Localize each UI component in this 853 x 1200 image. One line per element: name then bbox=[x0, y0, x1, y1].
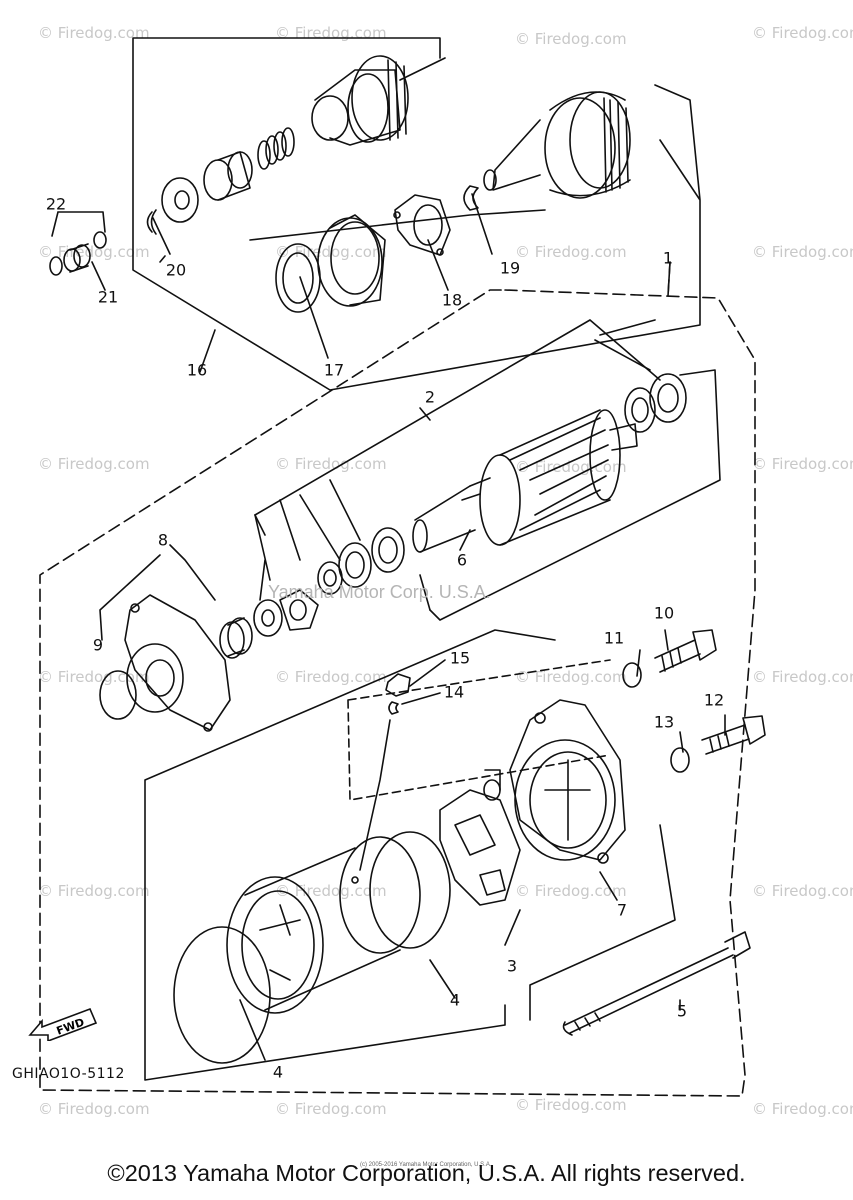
watermark: © Firedog.com bbox=[752, 668, 853, 686]
callout-10: 10 bbox=[653, 603, 675, 623]
armature-part bbox=[412, 409, 638, 553]
collar-part bbox=[203, 151, 253, 201]
callout-6: 6 bbox=[456, 550, 468, 570]
callout-8: 8 bbox=[157, 530, 169, 550]
brush-holder-part bbox=[439, 769, 521, 906]
callout-21: 21 bbox=[97, 287, 119, 307]
bolt-12-part bbox=[701, 715, 766, 755]
brush-plate-part bbox=[279, 589, 319, 631]
watermark: © Firedog.com bbox=[275, 882, 387, 900]
o-ring-part bbox=[99, 670, 137, 720]
nut-box-outline bbox=[347, 659, 611, 801]
watermark: © Firedog.com bbox=[38, 882, 150, 900]
callout-7: 7 bbox=[616, 900, 628, 920]
long-bolt-part bbox=[562, 931, 751, 1036]
callout-9: 9 bbox=[92, 635, 104, 655]
plate-part bbox=[393, 194, 451, 256]
fwd-arrow-icon: FWD bbox=[28, 1007, 98, 1041]
watermark: © Firedog.com bbox=[38, 243, 150, 261]
watermark: © Firedog.com bbox=[752, 455, 853, 473]
copyright-footer: ©2013 Yamaha Motor Corporation, U.S.A. A… bbox=[107, 1160, 746, 1186]
watermark: © Firedog.com bbox=[515, 668, 627, 686]
watermark: © Firedog.com bbox=[752, 1100, 853, 1118]
callout-16: 16 bbox=[186, 360, 208, 380]
callout-3: 3 bbox=[506, 956, 518, 976]
spring-part bbox=[257, 127, 295, 170]
watermark: © Firedog.com bbox=[515, 882, 627, 900]
group-1-outline bbox=[39, 261, 756, 1097]
callout-5: 5 bbox=[676, 1001, 688, 1021]
washer-14-part bbox=[388, 701, 399, 715]
callout-12: 12 bbox=[703, 690, 725, 710]
watermark: © Firedog.com bbox=[515, 30, 627, 48]
callout-1: 1 bbox=[662, 248, 674, 268]
front-cover-part bbox=[124, 594, 231, 732]
watermark: © Firedog.com bbox=[38, 1100, 150, 1118]
small-parts-21-22 bbox=[49, 231, 107, 276]
watermark: © Firedog.com bbox=[752, 24, 853, 42]
gasket-part bbox=[369, 831, 451, 949]
housing-box-outline bbox=[144, 629, 556, 1081]
nut-15-part bbox=[385, 673, 411, 697]
washer-part bbox=[161, 177, 199, 223]
callout-20: 20 bbox=[165, 260, 187, 280]
diagram-code: GHIAO1O-5112 bbox=[12, 1066, 125, 1082]
callout-13: 13 bbox=[653, 712, 675, 732]
circlip-part bbox=[463, 185, 479, 211]
washer-11-part bbox=[622, 662, 642, 688]
callout-14: 14 bbox=[443, 682, 465, 702]
callout-4: 4 bbox=[272, 1062, 284, 1082]
watermark: © Firedog.com bbox=[38, 668, 150, 686]
callout-19: 19 bbox=[499, 258, 521, 278]
center-watermark: Yamaha Motor Corp. U.S.A. bbox=[268, 582, 491, 602]
clutch-gear-part bbox=[483, 91, 631, 199]
watermark: © Firedog.com bbox=[38, 24, 150, 42]
watermark: © Firedog.com bbox=[515, 1096, 627, 1114]
group-16-outline bbox=[132, 37, 701, 391]
callout-2: 2 bbox=[424, 387, 436, 407]
washer-set-part bbox=[317, 373, 687, 595]
watermark: © Firedog.com bbox=[752, 243, 853, 261]
yoke-housing-part bbox=[226, 836, 421, 1014]
callout-4: 4 bbox=[449, 990, 461, 1010]
watermark: © Firedog.com bbox=[275, 455, 387, 473]
bolt-10-part bbox=[654, 629, 717, 673]
callout-11: 11 bbox=[603, 628, 625, 648]
pinion-gear-part bbox=[311, 55, 409, 146]
washer-13-part bbox=[670, 747, 690, 773]
watermark: © Firedog.com bbox=[275, 668, 387, 686]
thrust-washer-part bbox=[275, 243, 321, 313]
micro-copyright: (c) 2005-2016 Yamaha Motor Corporation, … bbox=[360, 1162, 492, 1168]
gasket-part bbox=[173, 926, 271, 1064]
clip-part bbox=[146, 209, 157, 235]
watermark: © Firedog.com bbox=[752, 882, 853, 900]
bearing-part bbox=[219, 599, 283, 659]
callout-15: 15 bbox=[449, 648, 471, 668]
watermark: © Firedog.com bbox=[515, 243, 627, 261]
watermark: © Firedog.com bbox=[515, 458, 627, 476]
watermark: © Firedog.com bbox=[275, 1100, 387, 1118]
callout-22: 22 bbox=[45, 194, 67, 214]
callout-18: 18 bbox=[441, 290, 463, 310]
fwd-label: FWD bbox=[55, 1016, 86, 1038]
callout-17: 17 bbox=[323, 360, 345, 380]
watermark: © Firedog.com bbox=[38, 455, 150, 473]
rear-cover-part bbox=[509, 699, 626, 864]
